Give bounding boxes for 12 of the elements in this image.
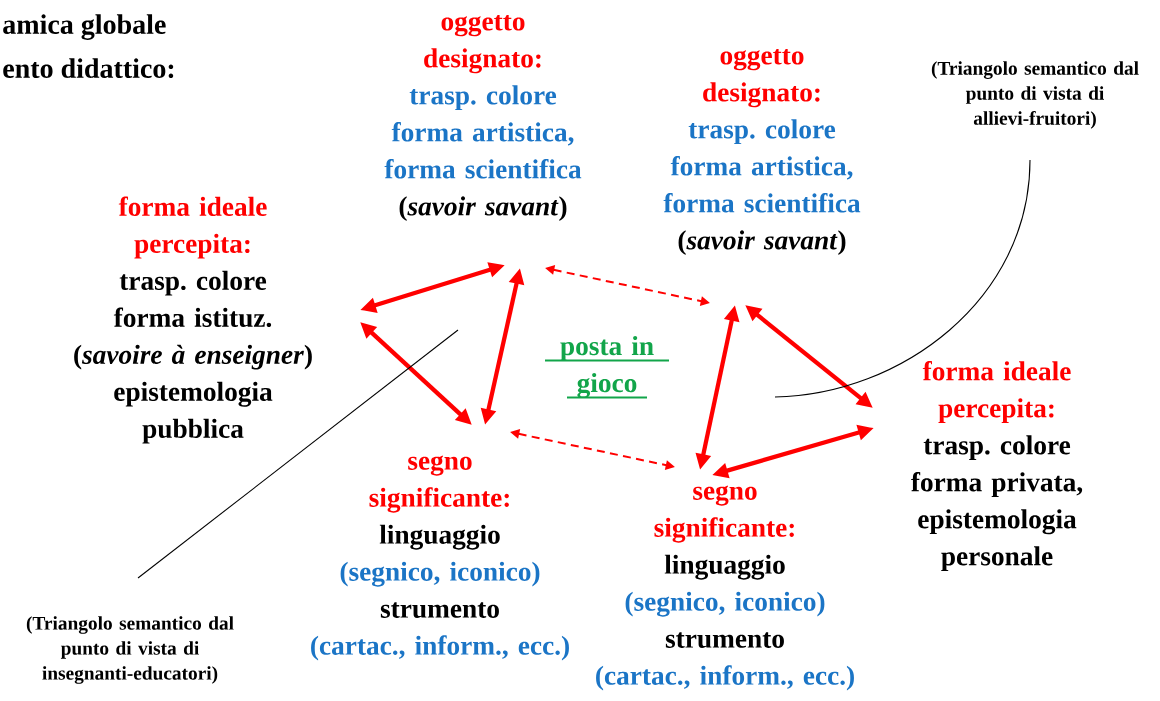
stake-label: posta in gioco — [544, 336, 670, 399]
leader-line — [137, 329, 459, 579]
concept-text: oggetto designato: trasp. colore forma artistica, forma scientifica (savoir savant) — [384, 14, 582, 222]
annotation-text: (Triangolo semantico dal punto di vista di allievi-fruitori) — [931, 61, 1139, 129]
annotation-text: (Triangolo semantico dal punto di vista di insegnanti-educatori) — [26, 616, 234, 684]
concept-text: segno significante: linguaggio (segnico, iconico) strumento (cartac., inform., ecc.) — [596, 485, 854, 691]
concept-text: oggetto designato: trasp. colore forma artistica, forma scientifica (savoir savant) — [663, 48, 861, 256]
concept-text: segno significante: linguaggio (segnico, iconico) strumento (cartac., inform., ecc.) — [311, 455, 569, 661]
leader-line — [774, 159, 1031, 398]
concept-text: forma ideale percepita: trasp. colore forma istituz. (savoire à enseigner) epistemologia pubblica — [74, 196, 312, 444]
concept-text: forma ideale percepita: trasp. colore forma privata, epistemologia personale — [911, 361, 1083, 572]
title-text: amica globale ento didattico: — [3, 14, 174, 79]
